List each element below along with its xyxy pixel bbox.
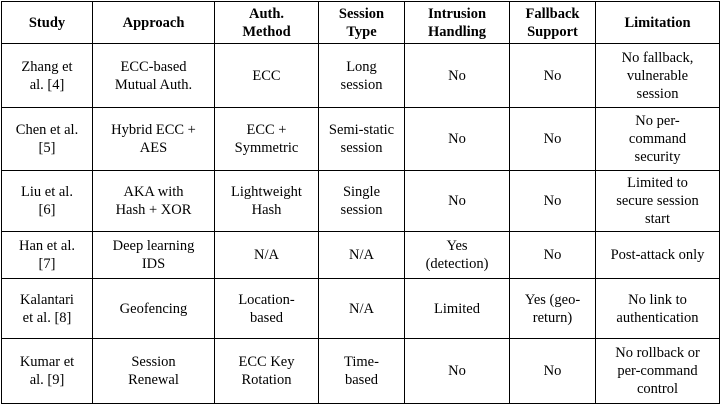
cell-auth-method: ECC — [214, 43, 319, 108]
header-session-type: Session Type — [318, 1, 405, 44]
cell-session-type: Long session — [318, 43, 405, 108]
cell-fallback-support: No — [509, 231, 596, 279]
header-study: Study — [1, 1, 93, 44]
cell-study: Zhang et al. [4] — [1, 43, 93, 108]
cell-intrusion-handling: No — [404, 170, 510, 232]
cell-limitation: Post-attack only — [595, 231, 720, 279]
cell-limitation: Limited to secure session start — [595, 170, 720, 232]
table-row: Liu et al. [6] AKA with Hash + XOR Light… — [1, 170, 720, 232]
cell-study: Kumar et al. [9] — [1, 338, 93, 404]
cell-auth-method: Lightweight Hash — [214, 170, 319, 232]
cell-fallback-support: No — [509, 107, 596, 171]
cell-approach: Hybrid ECC + AES — [92, 107, 215, 171]
table-row: Kumar et al. [9] Session Renewal ECC Key… — [1, 338, 720, 404]
cell-limitation: No rollback or per-command control — [595, 338, 720, 404]
cell-session-type: N/A — [318, 278, 405, 339]
cell-study: Chen et al. [5] — [1, 107, 93, 171]
header-row: Study Approach Auth. Method Session Type… — [1, 1, 720, 44]
header-fallback-support: Fallback Support — [509, 1, 596, 44]
cell-intrusion-handling: No — [404, 107, 510, 171]
header-approach: Approach — [92, 1, 215, 44]
cell-fallback-support: No — [509, 338, 596, 404]
cell-approach: Session Renewal — [92, 338, 215, 404]
cell-auth-method: ECC Key Rotation — [214, 338, 319, 404]
cell-session-type: Single session — [318, 170, 405, 232]
cell-approach: Geofencing — [92, 278, 215, 339]
table-row: Han et al. [7] Deep learning IDS N/A N/A… — [1, 231, 720, 279]
cell-fallback-support: No — [509, 170, 596, 232]
cell-approach: Deep learning IDS — [92, 231, 215, 279]
table-row: Chen et al. [5] Hybrid ECC + AES ECC + S… — [1, 107, 720, 171]
cell-auth-method: Location- based — [214, 278, 319, 339]
cell-session-type: Semi-static session — [318, 107, 405, 171]
table-row: Zhang et al. [4] ECC-based Mutual Auth. … — [1, 43, 720, 108]
cell-intrusion-handling: No — [404, 43, 510, 108]
cell-intrusion-handling: Yes (detection) — [404, 231, 510, 279]
cell-auth-method: ECC + Symmetric — [214, 107, 319, 171]
cell-approach: AKA with Hash + XOR — [92, 170, 215, 232]
cell-study: Kalantari et al. [8] — [1, 278, 93, 339]
cell-intrusion-handling: Limited — [404, 278, 510, 339]
cell-intrusion-handling: No — [404, 338, 510, 404]
cell-limitation: No per- command security — [595, 107, 720, 171]
cell-study: Han et al. [7] — [1, 231, 93, 279]
cell-fallback-support: No — [509, 43, 596, 108]
cell-approach: ECC-based Mutual Auth. — [92, 43, 215, 108]
cell-session-type: Time- based — [318, 338, 405, 404]
cell-study: Liu et al. [6] — [1, 170, 93, 232]
header-auth-method: Auth. Method — [214, 1, 319, 44]
cell-session-type: N/A — [318, 231, 405, 279]
header-limitation: Limitation — [595, 1, 720, 44]
table-row: Kalantari et al. [8] Geofencing Location… — [1, 278, 720, 339]
cell-limitation: No link to authentication — [595, 278, 720, 339]
cell-fallback-support: Yes (geo- return) — [509, 278, 596, 339]
header-intrusion-handling: Intrusion Handling — [404, 1, 510, 44]
cell-auth-method: N/A — [214, 231, 319, 279]
cell-limitation: No fallback, vulnerable session — [595, 43, 720, 108]
